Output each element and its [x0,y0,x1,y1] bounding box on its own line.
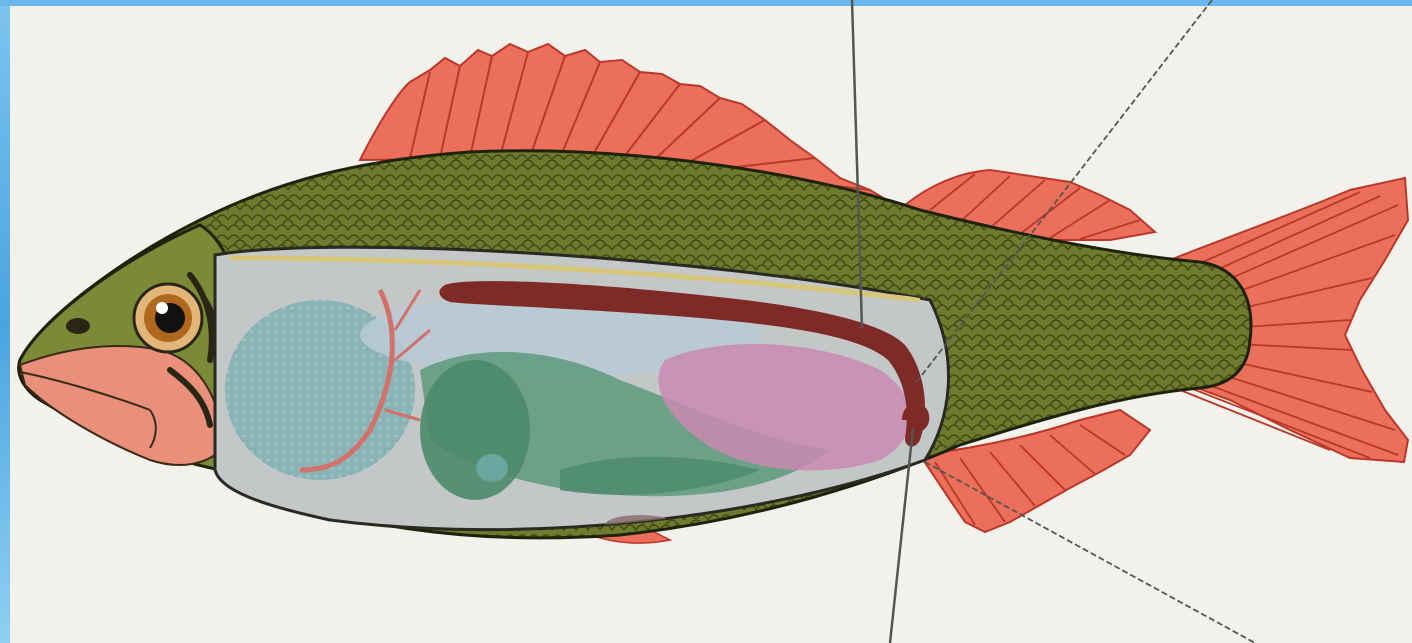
nostril [66,318,90,334]
eye [134,284,202,352]
gall-bladder [476,454,508,482]
liver [420,360,530,500]
frame-left-edge [0,0,10,643]
frame-top-edge [0,0,1412,6]
